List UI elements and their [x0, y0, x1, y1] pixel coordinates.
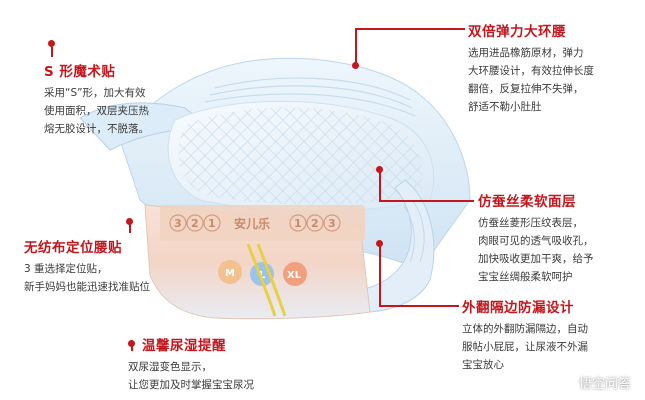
- callout-title: 双倍弹力大环腰: [468, 24, 566, 40]
- callout-leak-guard: 外翻隔边防漏设计 立体的外翻防漏隔边，自动 服帖小屁屁，让尿液不外漏 宝宝放心: [462, 296, 588, 374]
- callout-desc: 双尿湿变色显示， 让您更加及时掌握宝宝尿况: [128, 361, 254, 391]
- watermark: 悟空问答: [557, 373, 631, 392]
- callout-line: [355, 28, 357, 64]
- callout-waistband: 双倍弹力大环腰 选用进品橡筋原材，弹力 大环腰设计，有效拉伸长度 翻倍，反复拉伸…: [468, 20, 594, 116]
- callout-title: 温馨尿湿提醒: [142, 338, 226, 354]
- wetness-indicator: [246, 243, 277, 317]
- watermark-text: 悟空问答: [578, 377, 631, 392]
- positioning-tape: [160, 205, 365, 241]
- brand-logo-text: 安儿乐: [234, 216, 270, 231]
- callout-wetness-indicator: 温馨尿湿提醒 双尿湿变色显示， 让您更加及时掌握宝宝尿况: [128, 334, 254, 394]
- callout-title: S 形魔术贴: [44, 64, 116, 80]
- callout-line: [129, 221, 131, 233]
- callout-title: 无纺布定位腰贴: [24, 240, 122, 256]
- callout-line: [379, 243, 381, 305]
- size-label: L: [259, 270, 266, 281]
- callout-dot: [48, 40, 55, 47]
- callout-desc: 仿蚕丝菱形压纹表层， 肉眼可见的透气吸收孔， 加快吸收更加干爽，给予 宝宝丝绸般…: [478, 217, 594, 283]
- size-label: M: [225, 268, 235, 279]
- callout-line: [379, 200, 474, 202]
- callout-title: 仿蚕丝柔软面层: [478, 194, 576, 210]
- callout-dot: [352, 62, 359, 69]
- callout-line: [379, 169, 381, 201]
- callout-desc: 3 重选择定位贴， 新手妈妈也能迅速找准贴位: [24, 263, 150, 293]
- callout-desc: 选用进品橡筋原材，弹力 大环腰设计，有效拉伸长度 翻倍，反复拉伸不失弹， 舒适不…: [468, 47, 594, 113]
- tape-number: 1: [208, 217, 216, 230]
- callout-desc: 立体的外翻防漏隔边，自动 服帖小屁屁，让尿液不外漏 宝宝放心: [462, 323, 588, 371]
- callout-title: 外翻隔边防漏设计: [462, 300, 574, 316]
- callout-line: [379, 305, 459, 307]
- tape-number: 2: [311, 217, 319, 230]
- tape-number: 1: [294, 217, 302, 230]
- tape-number: 3: [174, 217, 182, 230]
- callout-line: [131, 343, 133, 351]
- wukong-logo-icon: [557, 374, 575, 391]
- tape-number: 3: [328, 217, 336, 230]
- callout-s-hook: S 形魔术贴 采用“S”形，加大有效 使用面积，双层夹压热 熔无胶设计，不脱落。: [44, 60, 149, 138]
- size-label: XL: [287, 270, 302, 281]
- callout-desc: 采用“S”形，加大有效 使用面积，双层夹压热 熔无胶设计，不脱落。: [44, 87, 149, 135]
- callout-positioning-tape: 无纺布定位腰贴 3 重选择定位贴， 新手妈妈也能迅速找准贴位: [24, 236, 150, 296]
- callout-line: [51, 47, 53, 57]
- callout-line: [355, 28, 465, 30]
- callout-silk-layer: 仿蚕丝柔软面层 仿蚕丝菱形压纹表层， 肉眼可见的透气吸收孔， 加快吸收更加干爽，…: [478, 190, 594, 286]
- tape-number: 2: [191, 217, 199, 230]
